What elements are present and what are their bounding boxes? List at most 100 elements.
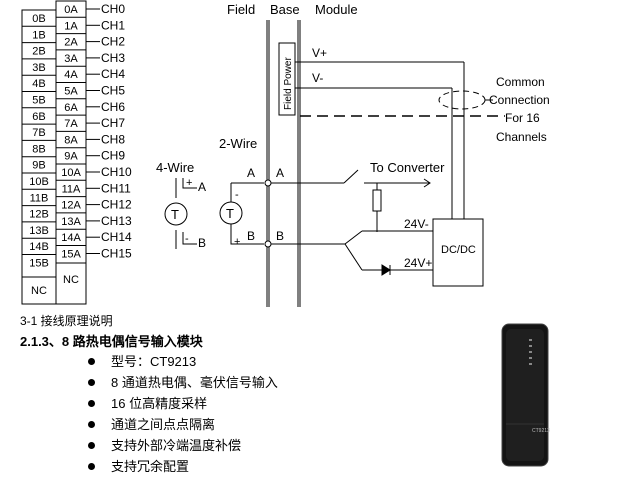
list-item: 16 位高精度采样 (88, 393, 278, 414)
terminal-a-label: 8A (64, 134, 78, 146)
common-text-1: Common (496, 75, 545, 89)
channel-label: CH15 (101, 247, 132, 261)
terminal-b-label: 1B (32, 29, 45, 41)
channel-label: CH10 (101, 165, 132, 179)
terminal-b-label: 5B (32, 95, 45, 107)
channel-label: CH12 (101, 198, 132, 212)
channel-label: CH3 (101, 51, 125, 65)
terminal-b-label: 6B (32, 111, 45, 123)
terminal-a-label: 9A (64, 151, 78, 163)
signal-a-path (271, 169, 431, 232)
channel-label: CH5 (101, 84, 125, 98)
terminal-b-label: 2B (32, 46, 45, 58)
four-wire-transmitter (164, 178, 197, 249)
channel-label: CH7 (101, 116, 125, 130)
channel-label: CH9 (101, 149, 125, 163)
terminal-b-label: 12B (29, 209, 49, 221)
four-wire-label: 4-Wire (156, 160, 194, 175)
terminal-b-label: 9B (32, 160, 45, 172)
terminal-a-label: 13A (61, 216, 81, 228)
list-item: 8 通道热电偶、毫伏信号输入 (88, 372, 278, 393)
terminal-a-label: 3A (64, 53, 78, 65)
terminal-a-label: 2A (64, 37, 78, 49)
bullet-icon (88, 379, 95, 386)
dcdc-label: DC/DC (441, 244, 476, 256)
bullet-icon (88, 442, 95, 449)
terminal-a-label: 0A (64, 4, 78, 16)
base-b-label: B (276, 229, 284, 243)
to-converter-label: To Converter (370, 160, 445, 175)
field-b-label: B (247, 229, 255, 243)
list-item: 型号：CT9213 (88, 351, 278, 372)
terminal-a-label: 12A (61, 200, 81, 212)
terminal-a-label: 11A (62, 183, 81, 195)
terminal-a-label: 15A (61, 249, 81, 261)
v24-minus-label: 24V- (404, 217, 429, 231)
terminal-b (264, 240, 272, 248)
channel-label: CH8 (101, 132, 125, 146)
terminal-a-label: 4A (64, 69, 78, 81)
channel-label: CH6 (101, 100, 125, 114)
four-wire-b: B (198, 236, 206, 250)
terminal-b-label: 10B (29, 176, 49, 188)
two-wire-label: 2-Wire (219, 136, 257, 151)
channel-label: CH14 (101, 230, 132, 244)
base-a-label: A (276, 166, 284, 180)
common-text-3: For 16 (505, 111, 540, 125)
channel-label: CH13 (101, 214, 132, 228)
base-label: Base (270, 2, 300, 17)
channel-label: CH0 (101, 2, 125, 16)
field-label: Field (227, 2, 255, 17)
module-photo: CT9213 (501, 323, 550, 467)
section-heading: 2.1.3、8 路热电偶信号输入模块 (20, 334, 203, 349)
terminal-b-label: 15B (29, 258, 49, 270)
field-power-box (278, 42, 296, 116)
two-wire-plus: + (234, 236, 240, 248)
field-a-label: A (247, 166, 255, 180)
four-wire-a: A (198, 180, 206, 194)
column-dividers (266, 20, 301, 307)
channel-labels: CH0CH1CH2CH3CH4CH5CH6CH7CH8CH9CH10CH11CH… (86, 2, 132, 261)
power-lines (295, 61, 465, 219)
v-minus-label: V- (312, 71, 323, 85)
terminal-b-label: 7B (32, 127, 45, 139)
v-plus-label: V+ (312, 46, 327, 60)
channel-label: CH4 (101, 67, 125, 81)
terminal-a-label: 14A (61, 232, 81, 244)
bullet-icon (88, 358, 95, 365)
terminal-a-label: 1A (64, 20, 78, 32)
bullet-icon (88, 400, 95, 407)
common-text-2: Connection (489, 93, 550, 107)
four-wire-t-symbol: T (171, 207, 179, 222)
two-wire-t-symbol: T (226, 206, 234, 221)
four-wire-plus: + (186, 177, 192, 189)
channel-label: CH1 (101, 18, 125, 32)
terminal-nc-label: NC (31, 285, 47, 297)
terminal-b-label: 14B (29, 241, 49, 253)
list-item: 通道之间点点隔离 (88, 414, 278, 435)
module-label: Module (315, 2, 358, 17)
terminal-b-label: 0B (32, 13, 45, 25)
terminal-b-label: 3B (32, 62, 45, 74)
v24-plus-label: 24V+ (404, 256, 432, 270)
list-item: 支持外部冷端温度补偿 (88, 435, 278, 456)
channel-label: CH11 (101, 181, 131, 195)
terminal-b-label: 8B (32, 143, 45, 155)
terminal-b-label: 13B (29, 225, 49, 237)
bullet-icon (88, 463, 95, 470)
terminal-a-label: 6A (64, 102, 78, 114)
bullet-icon (88, 421, 95, 428)
terminal-a-label: 10A (61, 167, 81, 179)
terminal-a-label: 7A (64, 118, 78, 130)
terminal-b-label: 4B (32, 78, 45, 90)
terminal-a-label: 5A (64, 86, 78, 98)
figure-caption: 3-1 接线原理说明 (20, 314, 113, 328)
list-item: 支持冗余配置 (88, 456, 278, 477)
signal-b-path (271, 218, 484, 287)
module-model-text: CT9213 (532, 428, 550, 434)
channel-label: CH2 (101, 35, 125, 49)
two-wire-minus: - (235, 189, 239, 201)
